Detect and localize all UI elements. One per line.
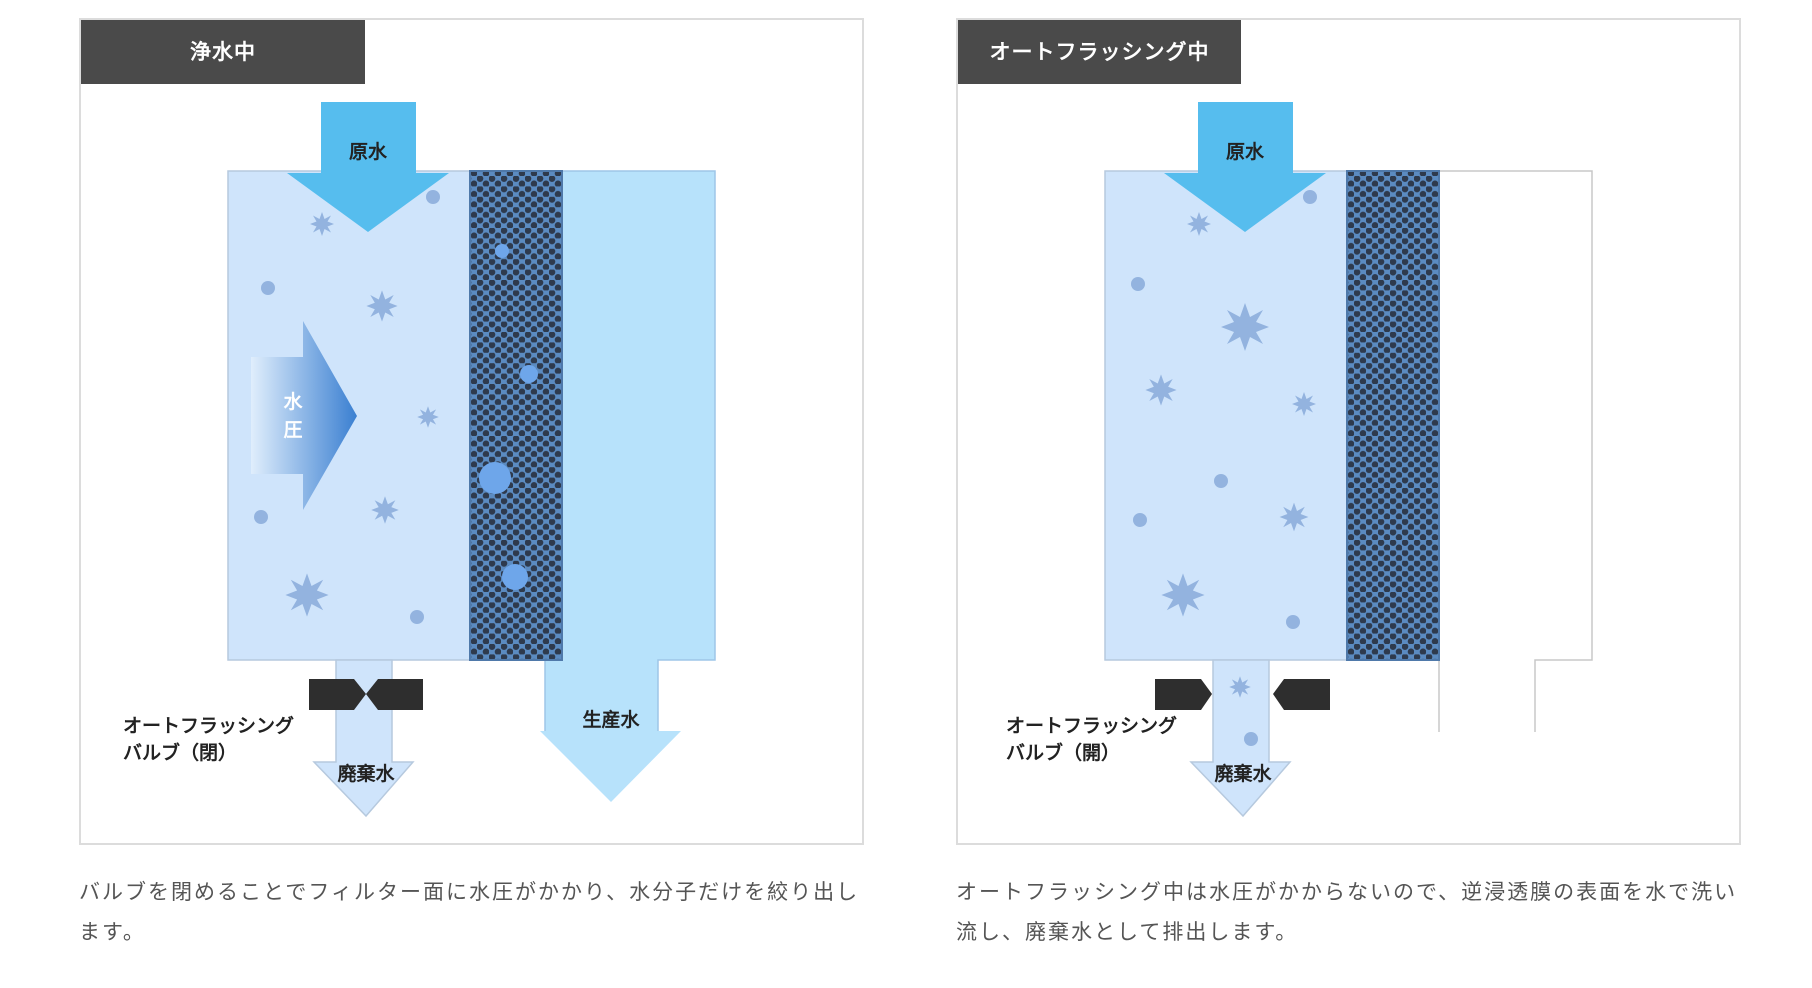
impurity-particles	[254, 190, 440, 624]
waste-water-label: 廃棄水	[337, 762, 395, 785]
panel-title: 浄水中	[81, 20, 365, 84]
drain-pipe	[1189, 659, 1292, 818]
valve-label-2: バルブ（開）	[1006, 741, 1120, 764]
caption-purifying: バルブを閉めることでフィルター面に水圧がかかり、水分子だけを絞り出します。	[79, 880, 860, 944]
valve-label-1: オートフラッシング	[123, 714, 294, 737]
water-molecules	[479, 244, 538, 590]
ro-membrane	[1347, 171, 1439, 660]
purifying-diagram: 原水 水 圧 廃棄水	[123, 102, 716, 818]
auto-flush-valve-closed	[309, 679, 423, 710]
auto-flush-valve-open	[1155, 679, 1330, 710]
panel-auto-flushing: 原水 廃棄水 オートフラッシング バルブ（開） オ	[956, 18, 1741, 845]
valve-label-1: オートフラッシング	[1006, 714, 1177, 737]
raw-water-label: 原水	[1226, 141, 1265, 163]
panel-purifying: 原水 水 圧 廃棄水	[79, 18, 864, 845]
impurity-particles	[1131, 190, 1317, 629]
product-channel-empty	[1438, 170, 1593, 732]
product-water-column	[544, 170, 716, 733]
valve-label-2: バルブ（閉）	[123, 741, 237, 764]
panel-title: オートフラッシング中	[958, 20, 1241, 84]
pressure-arrow	[251, 321, 357, 510]
raw-water-arrow	[287, 102, 449, 232]
pressure-label-1: 水	[283, 391, 303, 413]
flushing-particles	[1229, 676, 1258, 746]
raw-water-arrow	[1164, 102, 1326, 232]
product-water-arrow	[540, 731, 681, 802]
raw-water-label: 原水	[349, 141, 388, 163]
tank-body	[1104, 170, 1348, 661]
pressure-label-2: 圧	[283, 419, 302, 441]
product-water-label: 生産水	[582, 708, 640, 731]
waste-water-label: 廃棄水	[1214, 762, 1272, 785]
auto-flushing-diagram: 原水 廃棄水 オートフラッシング バルブ（開）	[1006, 102, 1593, 818]
caption-auto-flushing: オートフラッシング中は水圧がかからないので、逆浸透膜の表面を水で洗い流し、廃棄水…	[956, 880, 1738, 944]
